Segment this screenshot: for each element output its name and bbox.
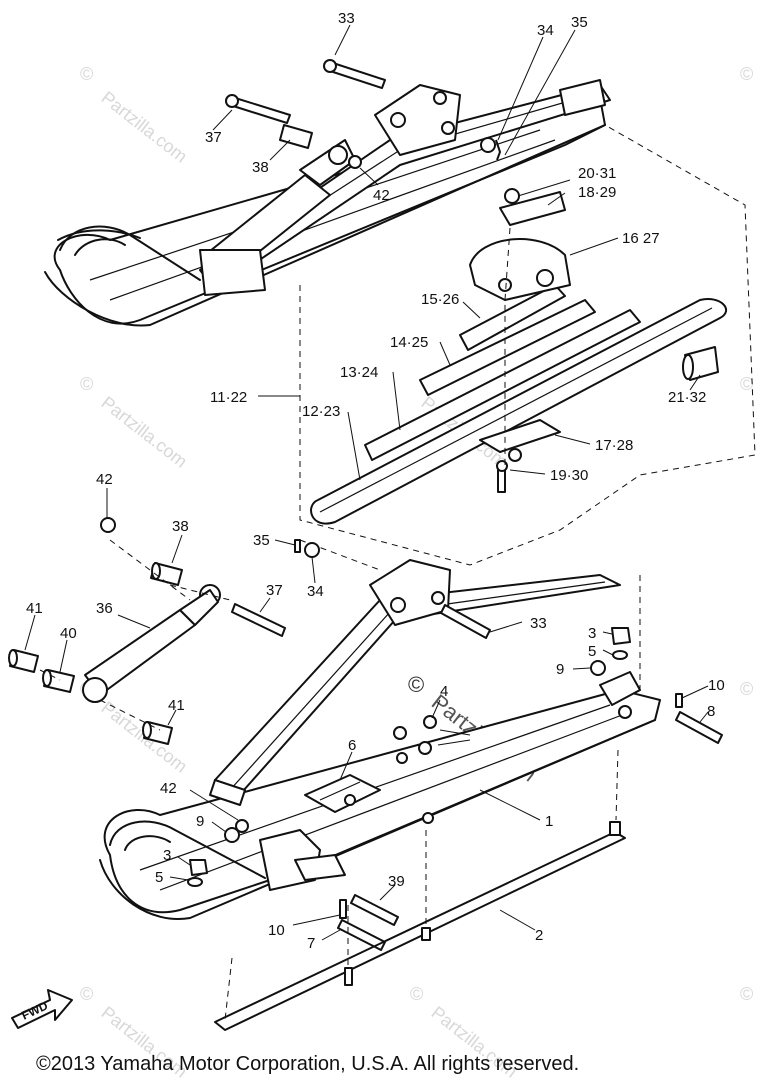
callout-41: 41	[168, 697, 185, 714]
callout-37: 37	[205, 129, 222, 146]
callout-10: 10	[268, 922, 285, 939]
callout-41: 41	[26, 600, 43, 617]
callout-35: 35	[571, 14, 588, 31]
callout-12-23: 12·23	[302, 403, 340, 420]
watermark-symbol: ©	[740, 984, 753, 1004]
callout-35: 35	[253, 532, 270, 549]
callout-11-22: 11·22	[210, 389, 247, 406]
watermark-symbol-center: ©	[408, 672, 424, 697]
leader-lines	[24, 24, 709, 941]
callout-42: 42	[373, 187, 390, 204]
callout-34: 34	[537, 22, 554, 39]
callout-15-26: 15·26	[421, 291, 459, 308]
callout-1: 1	[545, 813, 553, 830]
watermark-symbol: ©	[410, 984, 423, 1004]
callout-38: 38	[172, 518, 189, 535]
callout-3: 3	[588, 625, 596, 642]
copyright-footer: ©2013 Yamaha Motor Corporation, U.S.A. A…	[36, 1053, 579, 1075]
callout-6: 6	[348, 737, 356, 754]
callout-13-24: 13·24	[340, 364, 378, 381]
callout-16-27: 16 27	[622, 230, 660, 247]
callout-8: 8	[707, 703, 715, 720]
callout-10: 10	[708, 677, 725, 694]
callout-3: 3	[163, 847, 171, 864]
callout-4: 4	[440, 683, 448, 700]
callout-33: 33	[530, 615, 547, 632]
callout-42: 42	[96, 471, 113, 488]
callout-38: 38	[252, 159, 269, 176]
watermark-symbol: ©	[740, 679, 753, 699]
callout-2: 2	[535, 927, 543, 944]
watermark-symbol: ©	[80, 984, 93, 1004]
watermark-symbol: ©	[740, 374, 753, 394]
callout-40: 40	[60, 625, 77, 642]
watermark-symbol: ©	[80, 64, 93, 84]
watermark-symbol: ©	[740, 64, 753, 84]
fwd-arrow: FWD	[11, 989, 73, 1029]
callout-36: 36	[96, 600, 113, 617]
shock-exploded	[8, 517, 320, 745]
callout-37: 37	[266, 582, 283, 599]
callout-17-28: 17·28	[595, 437, 633, 454]
callout-labels: 33 34 35 37 38 42 20·31 18·29 16 27 15·2…	[26, 10, 725, 952]
callout-7: 7	[307, 935, 315, 952]
callout-20-31: 20·31	[578, 165, 616, 182]
callout-39: 39	[388, 873, 405, 890]
callout-14-25: 14·25	[390, 334, 428, 351]
callout-34: 34	[307, 583, 324, 600]
callout-18-29: 18·29	[578, 184, 616, 201]
callout-21-32: 21·32	[668, 389, 706, 406]
watermark-text: Partzilla.com	[98, 87, 192, 166]
callout-42: 42	[160, 780, 177, 797]
watermark-text: Partzilla.com	[98, 392, 192, 471]
exploded-boundary	[299, 124, 756, 566]
lower-ski	[99, 559, 723, 1031]
callout-33: 33	[338, 10, 355, 27]
leaf-spring-group	[310, 188, 728, 525]
callout-9: 9	[556, 661, 564, 678]
watermark-symbol: ©	[80, 374, 93, 394]
callout-9: 9	[196, 813, 204, 830]
callout-5: 5	[588, 643, 596, 660]
callout-5: 5	[155, 869, 163, 886]
upper-ski	[44, 59, 611, 327]
callout-19-30: 19·30	[550, 467, 588, 484]
